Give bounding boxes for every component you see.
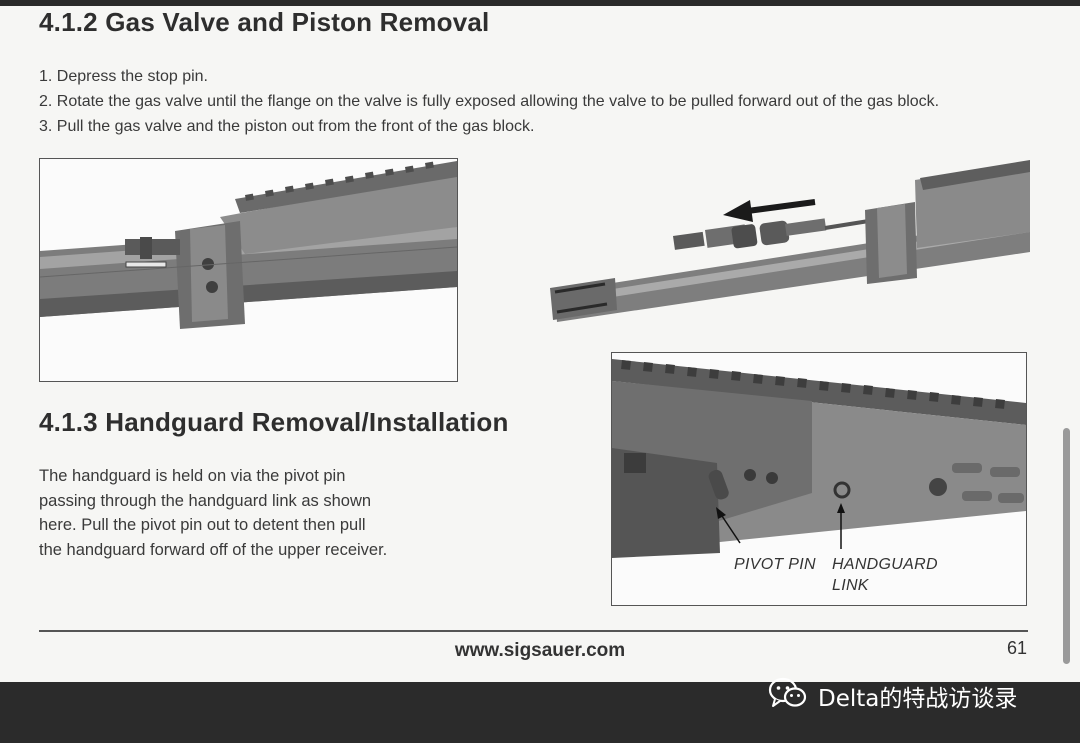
step-item: 3. Pull the gas valve and the piston out… xyxy=(39,118,535,135)
paragraph-line: here. Pull the pivot pin out to detent t… xyxy=(39,516,366,534)
top-edge xyxy=(0,0,1080,6)
figure-piston-exploded-view xyxy=(545,160,1030,330)
figure-gas-block-closeup xyxy=(39,158,458,382)
paragraph-line: the handguard forward off of the upper r… xyxy=(39,540,388,559)
figure-handguard-pivot xyxy=(611,352,1027,606)
paragraph-line: passing through the handguard link as sh… xyxy=(39,491,372,510)
step-item: 2. Rotate the gas valve until the flange… xyxy=(39,93,940,110)
section-heading-gas-valve: 4.1.2 Gas Valve and Piston Removal xyxy=(39,7,490,37)
manual-page: 4.1.2 Gas Valve and Piston Removal 1. De… xyxy=(0,0,1080,682)
step-item: 1. Depress the stop pin. xyxy=(39,68,208,85)
callout-pivot-pin: PIVOT PIN xyxy=(734,556,816,573)
steps-list: 1. Depress the stop pin. 2. Rotate the g… xyxy=(39,64,939,139)
handguard-instructions: The handguard is held on via the pivot p… xyxy=(39,464,459,562)
wechat-icon xyxy=(768,676,808,716)
callout-line: HANDGUARD xyxy=(832,556,938,573)
callout-line: LINK xyxy=(832,577,869,594)
footer-divider xyxy=(39,630,1028,632)
callout-handguard-link: HANDGUARD LINK xyxy=(832,554,938,596)
watermark-text: Delta的特战访谈录 xyxy=(818,686,1018,712)
scrollbar[interactable] xyxy=(1063,428,1070,664)
footer-url: www.sigsauer.com xyxy=(454,640,626,661)
watermark: Delta的特战访谈录 xyxy=(768,676,1018,716)
page-number: 61 xyxy=(1006,638,1027,658)
section-heading-handguard: 4.1.3 Handguard Removal/Installation xyxy=(39,407,509,437)
paragraph-line: The handguard is held on via the pivot p… xyxy=(39,467,346,485)
